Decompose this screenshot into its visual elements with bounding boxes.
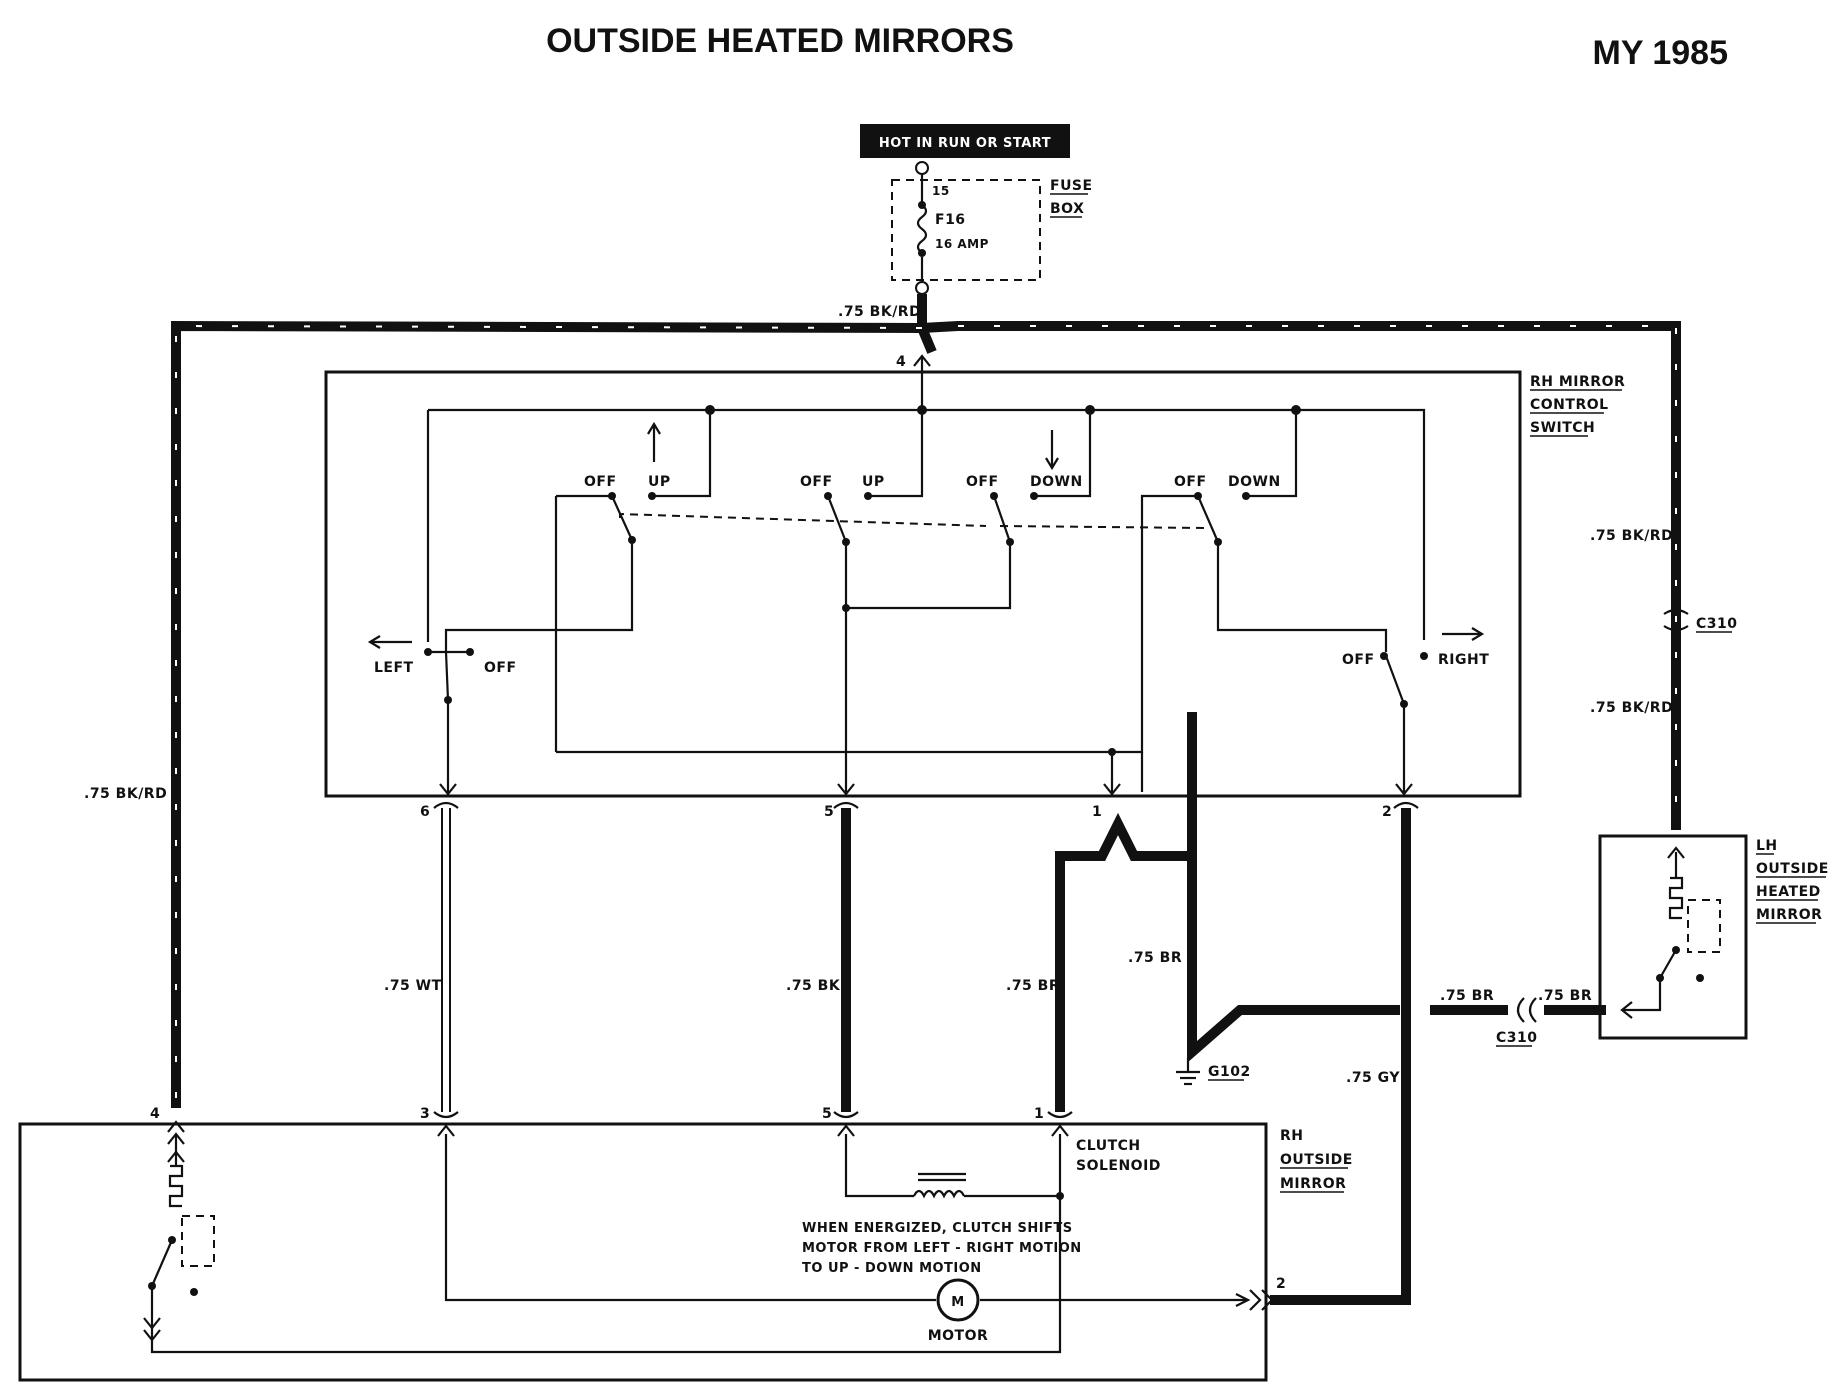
left-arrow-icon — [367, 635, 412, 649]
fuse-box-outline — [891, 179, 1041, 281]
mirror-pin-1: 1 — [1034, 1106, 1044, 1122]
fuse-icon — [916, 204, 928, 254]
wire-label-bk: .75 BK — [786, 978, 841, 994]
switch-pin-1: 1 — [1092, 804, 1102, 820]
rh-outside-mirror: 4 3 5 1 2 M MOTOR CLUTCH SOLENOID — [18, 1106, 1353, 1382]
label-off-right: OFF — [1342, 652, 1375, 668]
up-arrow-icon — [647, 421, 661, 462]
wire-wt — [433, 801, 459, 1119]
lh-heater-icon — [1668, 876, 1684, 920]
clutch-solenoid-icon — [913, 1189, 965, 1199]
wire-label-br-1: .75 BR — [1006, 978, 1060, 994]
c310-lower-label: C310 — [1496, 1030, 1538, 1046]
switch-label-2: CONTROL — [1530, 397, 1609, 413]
lh-mirror-label-4: MIRROR — [1756, 907, 1822, 923]
fuse-box-label-2: BOX — [1050, 201, 1084, 217]
lh-mirror-outline — [1598, 834, 1748, 1040]
mirror-pin-5: 5 — [822, 1106, 832, 1122]
motor-label: MOTOR — [928, 1328, 989, 1344]
mirror-pin-3: 3 — [420, 1106, 430, 1122]
ground-icon — [1176, 1058, 1200, 1086]
rh-heater-icon — [168, 1164, 184, 1208]
fuse-id: F16 — [935, 212, 966, 228]
clutch-label-1: CLUTCH — [1076, 1138, 1141, 1154]
lh-mirror-label-1: LH — [1756, 838, 1778, 854]
c310-upper-connector — [1663, 608, 1689, 632]
clutch-note-3: TO UP - DOWN MOTION — [802, 1261, 982, 1276]
clutch-label-2: SOLENOID — [1076, 1158, 1161, 1174]
wire-label-gy: .75 GY — [1346, 1070, 1400, 1086]
wire-gy — [1270, 801, 1419, 1305]
power-source-label: HOT IN RUN OR START — [879, 136, 1051, 151]
rh-mirror-label-1: RH — [1280, 1128, 1304, 1144]
wire-label-bkrd-top: .75 BK/RD — [838, 304, 921, 320]
label-down-1: DOWN — [1030, 474, 1083, 490]
fuse-box-label-1: FUSE — [1050, 178, 1093, 194]
fuse-rating: 16 AMP — [935, 237, 989, 251]
rh-mirror-outline — [18, 1122, 1268, 1382]
ground-label: G102 — [1208, 1064, 1251, 1080]
rh-mirror-label-2: OUTSIDE — [1280, 1152, 1353, 1168]
lh-outside-heated-mirror: LH OUTSIDE HEATED MIRROR — [1598, 834, 1829, 1040]
switch-label-3: SWITCH — [1530, 420, 1595, 436]
c310-upper-label: C310 — [1696, 616, 1738, 632]
diagram-title: OUTSIDE HEATED MIRRORS — [546, 22, 1014, 60]
fuse-box: 15 F16 16 AMP FUSE BOX — [891, 161, 1093, 295]
switch-pin-6: 6 — [420, 804, 430, 820]
label-up-1: UP — [648, 474, 671, 490]
label-off-2: OFF — [800, 474, 833, 490]
label-right: RIGHT — [1438, 652, 1489, 668]
label-down-2: DOWN — [1228, 474, 1281, 490]
wire-label-wt: .75 WT — [384, 978, 442, 994]
clutch-note-1: WHEN ENERGIZED, CLUTCH SHIFTS — [802, 1221, 1073, 1236]
label-off-1: OFF — [584, 474, 617, 490]
motor-symbol: M — [951, 1295, 964, 1310]
wire-label-bkrd-left: .75 BK/RD — [84, 786, 167, 802]
wire-label-bkrd-right-1: .75 BK/RD — [1590, 528, 1673, 544]
wire-label-bkrd-right-2: .75 BK/RD — [1590, 700, 1673, 716]
mirror-pin-2: 2 — [1276, 1276, 1286, 1292]
wire-label-br-2: .75 BR — [1128, 950, 1182, 966]
label-left: LEFT — [374, 660, 414, 676]
fuse-terminal: 15 — [932, 184, 950, 198]
label-off-left: OFF — [484, 660, 517, 676]
switch-pin-4: 4 — [896, 354, 906, 370]
right-arrow-icon — [1442, 627, 1485, 641]
mirror-pin-4: 4 — [150, 1106, 160, 1122]
model-year: MY 1985 — [1593, 34, 1728, 72]
power-source-box — [860, 124, 1070, 158]
rh-mirror-label-3: MIRROR — [1280, 1176, 1346, 1192]
rh-mirror-control-switch: 4 OFF UP OFF UP — [324, 354, 1625, 820]
clutch-note-2: MOTOR FROM LEFT - RIGHT MOTION — [802, 1241, 1082, 1256]
wire-bk — [833, 801, 859, 1119]
label-up-2: UP — [862, 474, 885, 490]
label-off-3: OFF — [966, 474, 999, 490]
switch-pin-2: 2 — [1382, 804, 1392, 820]
bk-rd-bus — [171, 294, 1681, 1108]
wire-br — [1047, 712, 1606, 1119]
switch-pin-5: 5 — [824, 804, 834, 820]
switch-label-1: RH MIRROR — [1530, 374, 1625, 390]
motor-icon — [936, 1278, 980, 1322]
lh-mirror-label-3: HEATED — [1756, 884, 1821, 900]
wire-label-br-4: .75 BR — [1538, 988, 1592, 1004]
wire-label-br-3: .75 BR — [1440, 988, 1494, 1004]
down-arrow-icon — [1045, 430, 1059, 471]
label-off-4: OFF — [1174, 474, 1207, 490]
lh-mirror-label-2: OUTSIDE — [1756, 861, 1829, 877]
